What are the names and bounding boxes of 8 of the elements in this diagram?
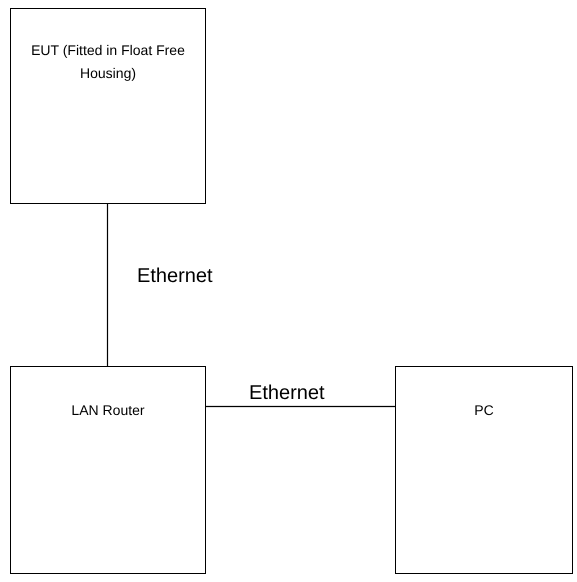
- device-box: [10, 8, 206, 204]
- device-box: [10, 366, 206, 574]
- connector-line: [206, 406, 395, 408]
- box-label: EUT (Fitted in Float Free Housing): [30, 41, 186, 83]
- device-box: [395, 366, 573, 574]
- box-label: PC: [474, 401, 494, 420]
- box-label: LAN Router: [71, 401, 145, 420]
- connector-line: [106, 204, 108, 366]
